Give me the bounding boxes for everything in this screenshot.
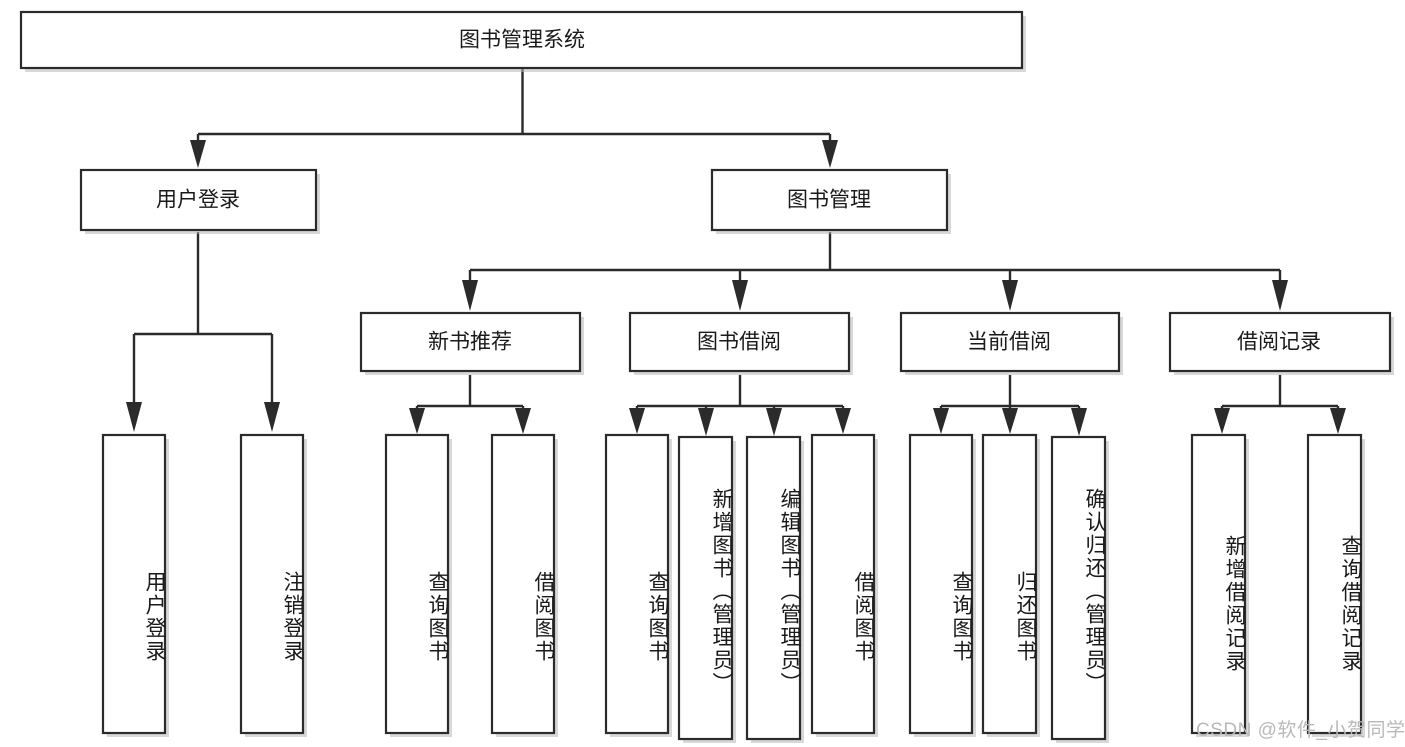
node-box-book-borrow[interactable] [628,311,851,373]
node-label-borrow-record: 借阅记录 [1237,331,1321,354]
arrowhead-borrow-leaf-2 [698,408,714,436]
arrowhead-new-book-rec [462,280,478,311]
leaf-box-query-record[interactable] [1306,433,1363,735]
arrowhead-current-leaf-1 [933,408,949,434]
leaf-box-return-book[interactable] [981,433,1038,735]
node-box-new-book-rec[interactable] [359,311,582,373]
arrowhead-record-leaf-1 [1214,408,1230,434]
leaf-box-confirm-return[interactable] [1050,435,1107,741]
csdn-watermark: CSDN @软件_小贺同学 [1196,720,1405,741]
root-node-label: 图书管理系统 [459,29,585,52]
leaf-box-add-book[interactable] [677,435,734,741]
node-label-book-mgmt: 图书管理 [787,189,871,212]
node-box-borrow-record[interactable] [1168,311,1392,373]
arrowhead-user-login [190,140,206,168]
node-box-book-mgmt[interactable] [710,168,949,232]
arrowhead-leaf-logout [264,402,280,432]
arrowhead-newbook-leaf-2 [515,408,531,434]
arrowhead-borrow-leaf-1 [629,408,645,434]
arrowhead-current-leaf-2 [1002,408,1018,434]
leaf-box-borrow-book[interactable] [810,433,876,735]
leaf-box-newbook-borrow[interactable] [490,433,556,735]
node-label-current-borrow: 当前借阅 [967,331,1051,354]
node-box-user-login[interactable] [79,168,318,232]
root-node-box[interactable] [19,10,1024,70]
arrowhead-book-borrow [732,280,748,311]
arrowhead-leaf-user-login [126,402,142,432]
arrowhead-borrow-leaf-4 [835,408,851,434]
arrowhead-record-leaf-2 [1330,408,1346,434]
horizontal-label-group: 图书管理系统 用户登录 图书管理 新书推荐 图书借阅 当前借阅 借阅记录 [156,29,1321,354]
leaf-box-borrow-query[interactable] [604,433,670,735]
leaf-box-logout[interactable] [239,433,305,735]
leaf-box-add-record[interactable] [1190,433,1247,735]
leaf-box-edit-book[interactable] [745,435,802,741]
arrowhead-current-leaf-3 [1071,408,1087,436]
leaf-box-user-login[interactable] [101,433,167,735]
arrowhead-book-mgmt [822,140,838,168]
connector-group [126,68,1346,436]
node-label-new-book-rec: 新书推荐 [428,331,512,354]
node-label-user-login: 用户登录 [156,189,240,212]
arrowhead-current-borrow [1002,280,1018,311]
node-box-current-borrow[interactable] [899,311,1121,373]
node-group [19,10,1394,743]
arrowhead-newbook-leaf-1 [409,408,425,434]
leaf-box-current-query[interactable] [908,433,974,735]
arrowhead-borrow-leaf-3 [766,408,782,436]
node-label-book-borrow: 图书借阅 [697,331,781,354]
arrowhead-borrow-record [1272,280,1288,311]
leaf-box-newbook-query[interactable] [384,433,450,735]
